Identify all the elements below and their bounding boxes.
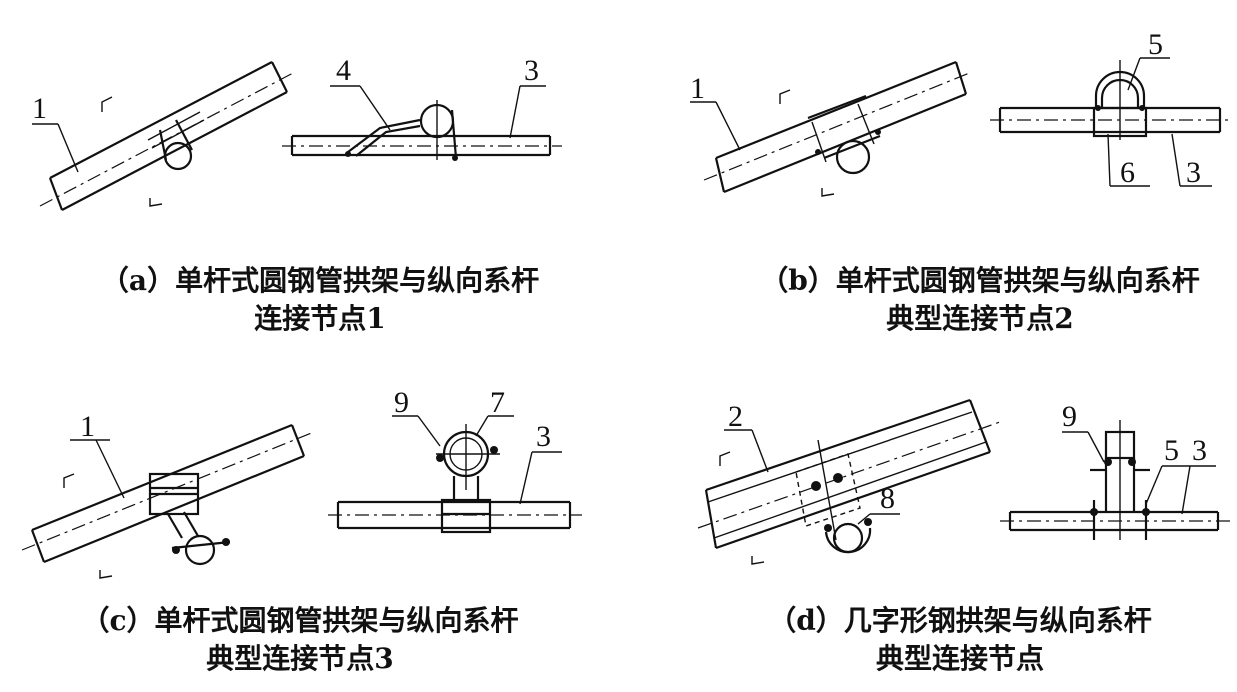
panel-d-label-2: 2 — [728, 400, 743, 433]
panel-c-label-1: 1 — [80, 410, 95, 443]
panel-c-drawing: 1 9 7 3 — [21, 386, 582, 579]
panel-c-pipe-section — [436, 424, 500, 534]
panel-d-label-3: 3 — [1192, 434, 1207, 467]
panel-b-label-1: 1 — [690, 72, 705, 105]
panel-a-label-1: 1 — [32, 92, 47, 125]
panel-a-caption: （a）单杆式圆钢管拱架与纵向系杆 连接节点1 — [60, 262, 580, 338]
panel-b-label-5: 5 — [1148, 28, 1163, 61]
panel-d-caption-line2: 典型连接节点 — [875, 642, 1044, 675]
panel-d-arch-steel — [697, 398, 1001, 550]
panel-c-label-3: 3 — [536, 420, 551, 453]
panel-d-label-5: 5 — [1164, 434, 1179, 467]
panel-c-label-9: 9 — [394, 386, 409, 419]
panel-b-clamp — [807, 94, 881, 175]
panel-b-label-3: 3 — [1186, 156, 1201, 189]
panel-c-clamp — [148, 472, 231, 566]
panel-b-caption: （b）单杆式圆钢管拱架与纵向系杆 典型连接节点2 — [720, 262, 1237, 338]
panel-d-drawing: 2 8 9 5 3 — [697, 398, 1230, 565]
panel-a-caption-line1: （a）单杆式圆钢管拱架与纵向系杆 — [100, 264, 540, 297]
panel-c-caption-line1: （c）单杆式圆钢管拱架与纵向系杆 — [81, 604, 519, 637]
panel-b-drawing: 1 5 6 3 — [690, 28, 1232, 197]
panel-a-pipe-section — [345, 100, 458, 161]
panel-b-caption-line2: 典型连接节点2 — [886, 302, 1074, 335]
panel-d-label-9: 9 — [1062, 400, 1077, 433]
panel-a-drawing: 1 4 3 — [32, 54, 562, 211]
panel-a-clamp — [147, 111, 205, 171]
panel-a-label-4: 4 — [336, 54, 351, 87]
panel-b-label-6: 6 — [1120, 156, 1135, 189]
panel-b-arch-pipe — [703, 60, 973, 194]
panel-b-caption-line1: （b）单杆式圆钢管拱架与纵向系杆 — [760, 264, 1200, 297]
panel-d-caption-line1: （d）几字形钢拱架与纵向系杆 — [768, 604, 1152, 637]
panel-a-arch-pipe — [39, 61, 296, 211]
panel-a-label-3: 3 — [524, 54, 539, 87]
panel-b-tie-rod — [990, 106, 1232, 134]
panel-d-arch-section — [1090, 420, 1150, 540]
panel-a-caption-line2: 连接节点1 — [254, 302, 386, 335]
panel-d-connection-plate — [795, 439, 872, 554]
panel-d-label-8: 8 — [880, 482, 895, 515]
panel-c-arch-pipe — [21, 423, 315, 564]
panel-c-label-7: 7 — [490, 386, 505, 419]
panel-a-tie-rod — [282, 134, 562, 157]
panel-b-pipe-section — [1092, 60, 1148, 140]
panel-c-caption-line2: 典型连接节点3 — [206, 642, 394, 675]
panel-c-caption: （c）单杆式圆钢管拱架与纵向系杆 典型连接节点3 — [40, 602, 560, 678]
panel-d-caption: （d）几字形钢拱架与纵向系杆 典型连接节点 — [740, 602, 1180, 678]
panel-d-tie-rod — [1000, 510, 1230, 532]
